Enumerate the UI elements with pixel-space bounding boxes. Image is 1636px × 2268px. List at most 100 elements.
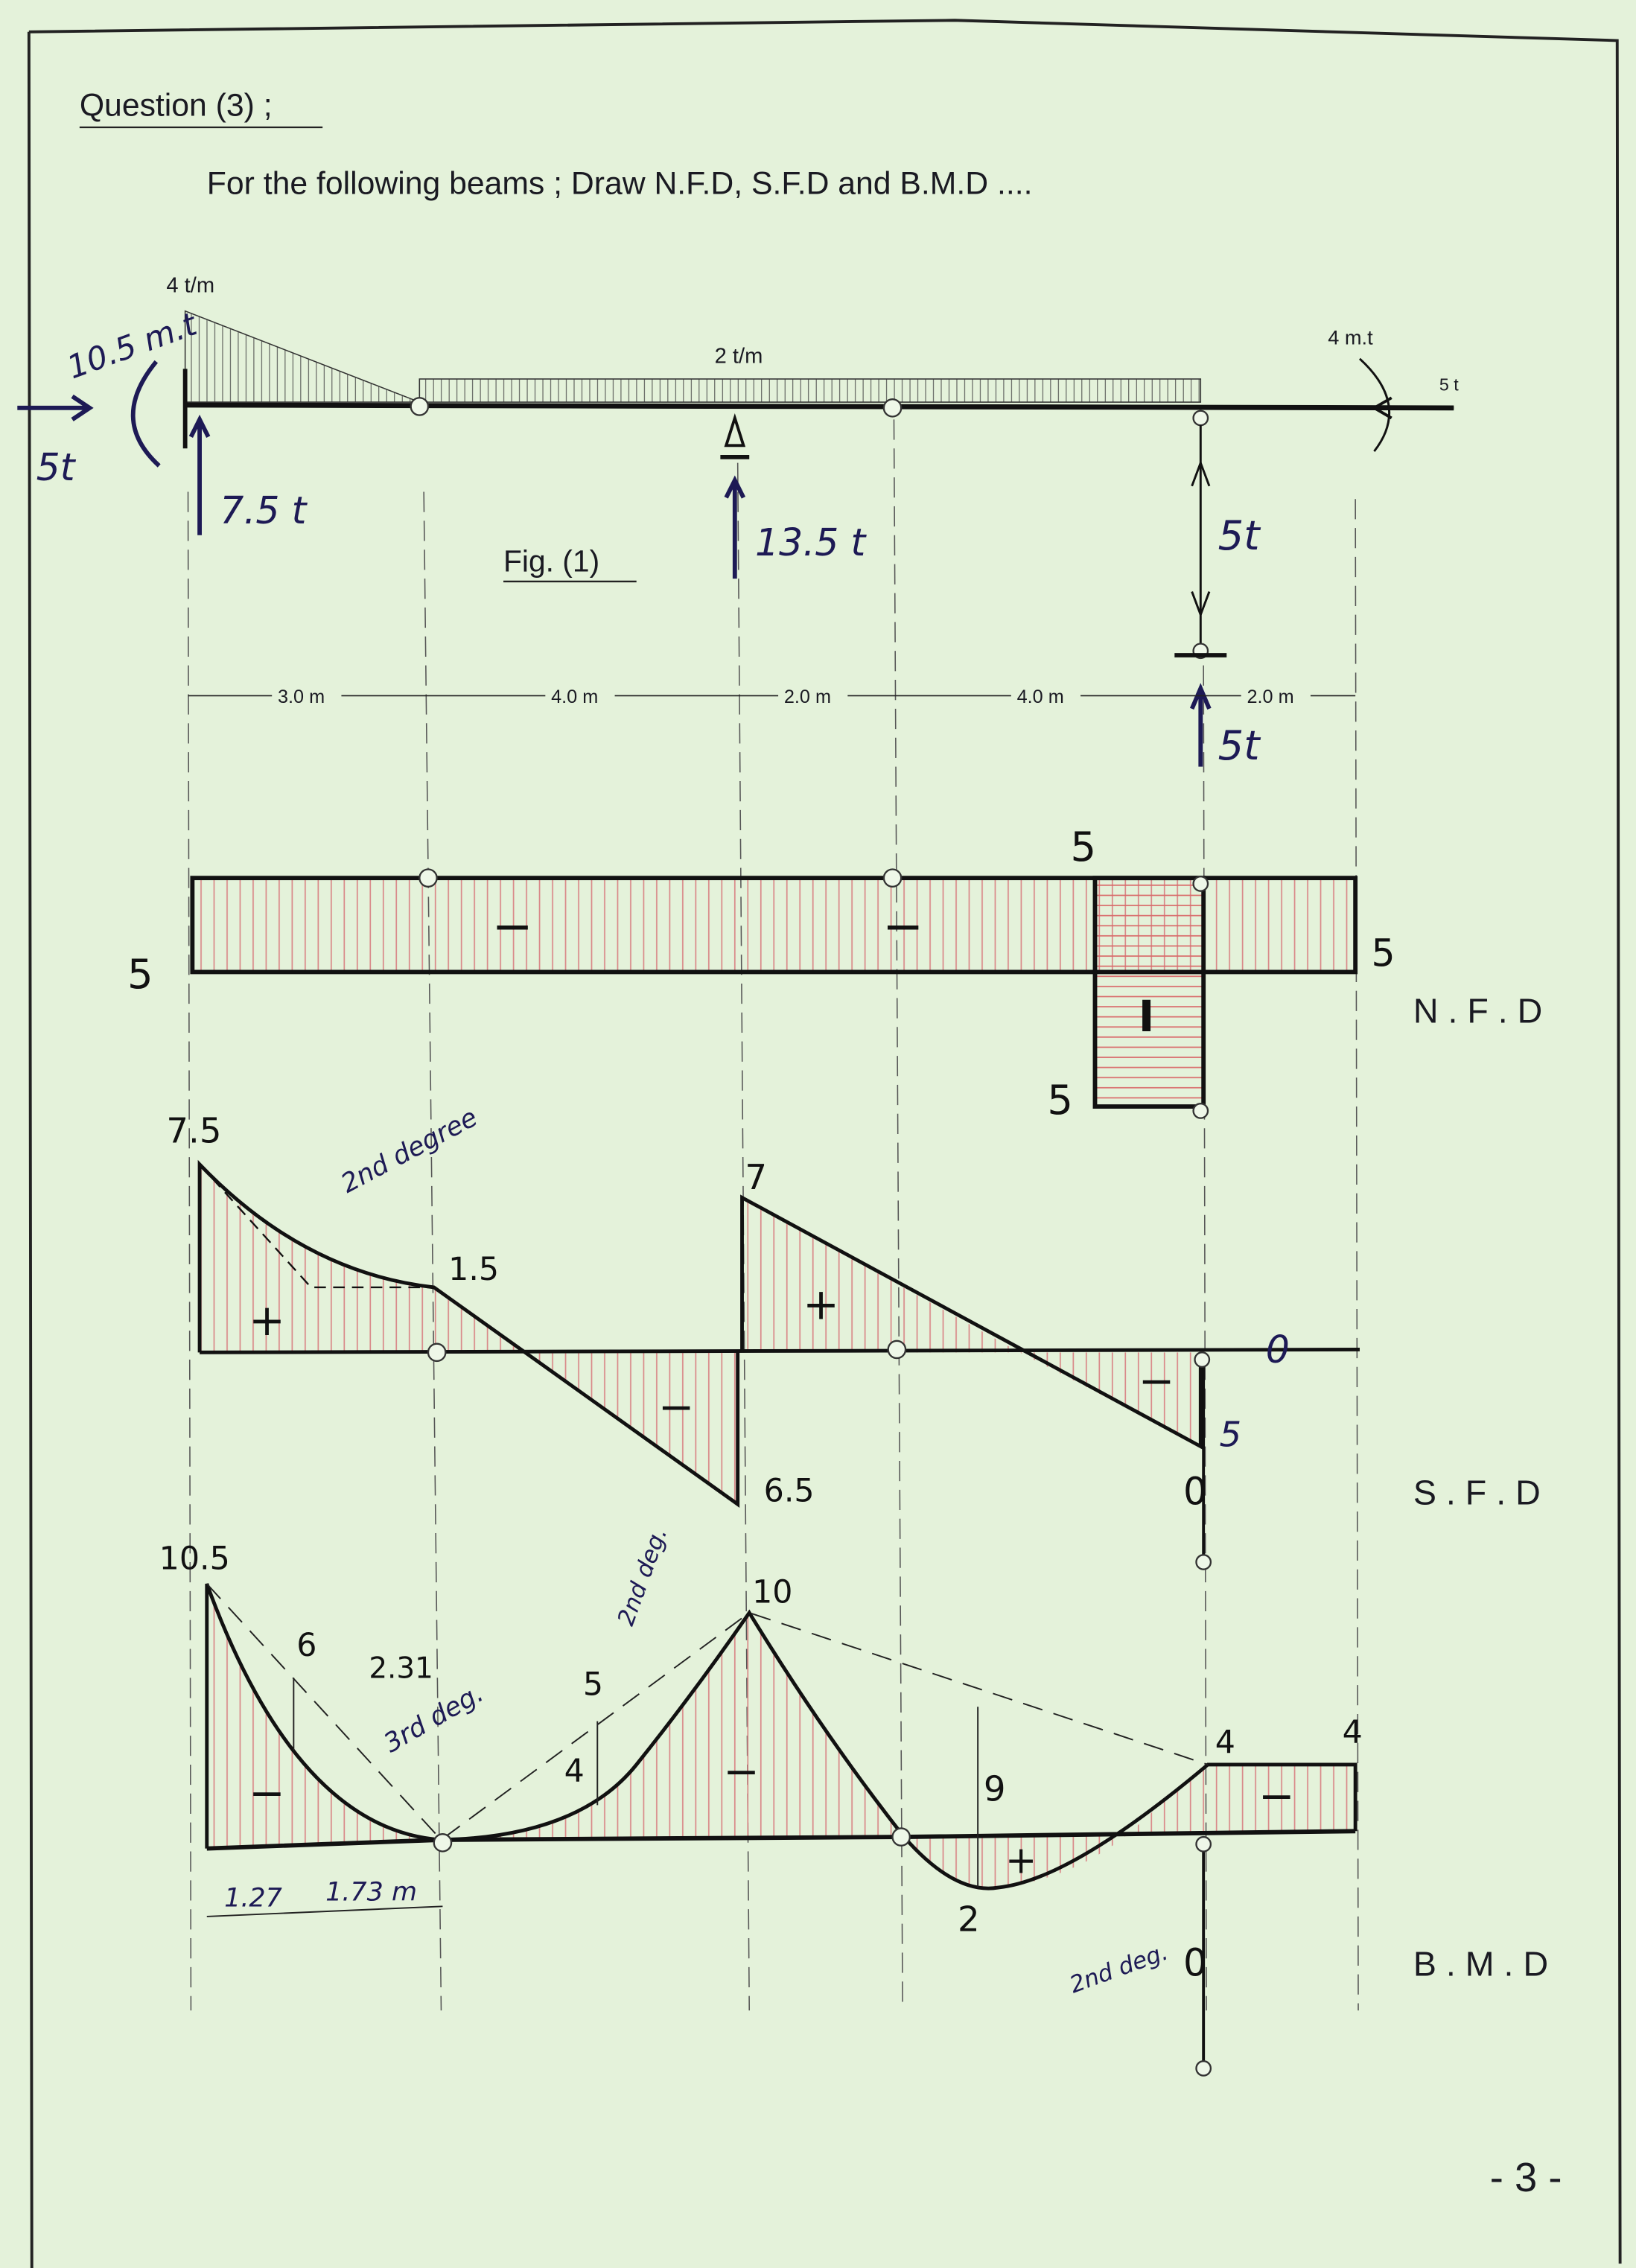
- rect-mark: [778, 681, 848, 707]
- line-mark: [423, 491, 442, 2011]
- roller-support-icon: [724, 412, 746, 447]
- figure-dimensions-1-label: 4.0 m: [551, 687, 598, 707]
- uniform-load-label: 2 t/m: [715, 345, 763, 369]
- path-mark: [293, 1678, 979, 1888]
- link-force-label: 5t: [1218, 512, 1261, 559]
- path-mark: [1191, 462, 1211, 616]
- bmd-m-link-label: 4: [1215, 1724, 1235, 1761]
- rect-mark: [272, 681, 342, 707]
- horizontal-reaction-arrow: [17, 394, 94, 421]
- path-mark: [199, 1164, 434, 1289]
- sfd-label: S . F . D: [1413, 1473, 1541, 1512]
- hinge-1: [410, 397, 430, 416]
- line-mark: [187, 491, 192, 2011]
- pin-reaction-label: 5t: [1218, 722, 1261, 769]
- beam-figure: 4 t/m 2 t/m 5 t 4 m.t 5t 10.5 m.t 7.5 t …: [17, 273, 1459, 769]
- bmd-dist-2-label: 1.73 m: [325, 1878, 417, 1908]
- sfd-v-zero-label: 0: [1266, 1328, 1290, 1372]
- rect-mark: [1241, 681, 1311, 707]
- line-mark: [1203, 665, 1207, 2011]
- bmd-mid-1-label: 6: [296, 1627, 316, 1664]
- path-mark: [200, 1164, 524, 1353]
- path-mark: [441, 1612, 905, 1840]
- moment-arrow-right: [1358, 357, 1390, 453]
- nfd-sign-main-1-label: −: [491, 898, 532, 955]
- triangular-load-label: 4 t/m: [166, 273, 214, 297]
- hinge-2: [882, 398, 903, 418]
- line-mark: [206, 1905, 443, 1917]
- instruction-text: For the following beams ; Draw N.F.D, S.…: [207, 165, 1033, 201]
- bmd-m-fixed-label: 10.5: [159, 1541, 230, 1578]
- pin-reaction-arrow: [1189, 683, 1212, 767]
- bmd-note-2nd-a-label: 2nd deg.: [613, 1524, 673, 1630]
- sfd-signs-2-label: +: [803, 1279, 839, 1330]
- rect-mark: [1010, 681, 1081, 707]
- circle-mark: [1195, 2060, 1212, 2077]
- figure-reactions-fixed-horizontal-label: 5t: [36, 445, 77, 489]
- beam: [185, 402, 1454, 411]
- bmd-m-support-label: 10: [752, 1573, 792, 1611]
- nfd-left-value-label: 5: [127, 951, 153, 998]
- roller-reaction-arrow: [724, 475, 746, 579]
- roller-reaction-label: 13.5 t: [755, 520, 867, 564]
- bmd-offset-2-label: 4: [564, 1753, 585, 1790]
- bmd-signs-1-label: −: [723, 1746, 760, 1797]
- sfd-signs-1-label: −: [658, 1382, 695, 1433]
- bmd-offset-1-label: 2.31: [369, 1651, 433, 1685]
- bending-moment-diagram: 10.5 10 4 4 2 6 2.31 5 4 9 3rd deg. 2nd …: [159, 1524, 1548, 2077]
- normal-force-diagram: 5 5 5 5 − − I N . F . D: [127, 824, 1542, 1124]
- circle-mark: [1195, 1835, 1212, 1853]
- bmd-dist-1-label: 1.27: [224, 1883, 282, 1913]
- circle-mark: [1192, 1103, 1209, 1119]
- figure-dimensions-2-label: 2.0 m: [784, 687, 831, 707]
- line-mark: [893, 419, 903, 2011]
- path-mark: [205, 1583, 1358, 1890]
- nfd-right-value-label: 5: [1372, 931, 1395, 975]
- rect-mark: [1092, 876, 1206, 1109]
- dimension-line: 3.0 m 4.0 m 2.0 m 4.0 m 2.0 m: [188, 681, 1356, 707]
- link-top-hinge: [1192, 410, 1209, 427]
- circle-mark: [1195, 1554, 1212, 1570]
- figure-dimensions-4-label: 2.0 m: [1247, 687, 1293, 707]
- sfd-v-link-label: 0: [1183, 1469, 1207, 1513]
- circle-mark: [882, 868, 903, 888]
- bmd-label: B . M . D: [1413, 1945, 1548, 1984]
- circle-mark: [433, 1833, 453, 1853]
- page-border: [27, 19, 1622, 2268]
- sfd-v-hinge-label: 1.5: [448, 1251, 499, 1288]
- force-arrow-right: [1371, 396, 1454, 420]
- sfd-v-support-label: 7: [745, 1157, 767, 1197]
- sfd-signs-0-label: +: [249, 1295, 285, 1345]
- bmd-mid-2-label: 5: [583, 1666, 603, 1704]
- line-mark: [1355, 499, 1359, 2011]
- nfd-sign-link-label: I: [1139, 991, 1155, 1042]
- figure-dimensions-3-label: 4.0 m: [1017, 687, 1064, 707]
- nfd-sign-main-2-label: −: [882, 898, 923, 955]
- line-mark: [200, 1348, 1360, 1354]
- path-mark: [206, 1584, 442, 1849]
- bmd-signs-0-label: −: [249, 1768, 285, 1818]
- nfd-top-value-label: 5: [1070, 824, 1096, 870]
- bmd-note-3rd-label: 3rd deg.: [379, 1678, 488, 1759]
- question-title: Question (3) ;: [80, 87, 273, 123]
- vertical-reaction-label: 7.5 t: [220, 488, 308, 532]
- shear-force-diagram: 7.5 1.5 6.5 7 5 0 0 2nd degree + − + − S…: [166, 1103, 1541, 1570]
- uniform-load: [418, 378, 1202, 403]
- sfd-v-end-label: 5: [1220, 1415, 1242, 1455]
- figure-caption: Fig. (1): [503, 544, 599, 578]
- path-mark: [206, 1583, 1209, 1841]
- figure-dimensions-0-label: 3.0 m: [278, 687, 325, 707]
- bmd-m-end-label: 4: [1343, 1714, 1363, 1751]
- rect-mark: [545, 681, 615, 707]
- circle-mark: [891, 1827, 911, 1847]
- circle-mark: [1192, 876, 1209, 892]
- path-mark: [197, 1159, 1203, 1509]
- sfd-v-min-label: 6.5: [764, 1472, 815, 1509]
- sfd-signs-3-label: −: [1139, 1356, 1175, 1407]
- moment-right-label: 4 m.t: [1328, 325, 1373, 348]
- path-mark: [904, 1834, 1129, 1889]
- force-right-label: 5 t: [1439, 375, 1459, 395]
- nfd-bottom-value-label: 5: [1047, 1077, 1073, 1124]
- fixed-moment-label: 10.5 m.t: [63, 305, 203, 387]
- page-number: - 3 -: [1490, 2155, 1562, 2200]
